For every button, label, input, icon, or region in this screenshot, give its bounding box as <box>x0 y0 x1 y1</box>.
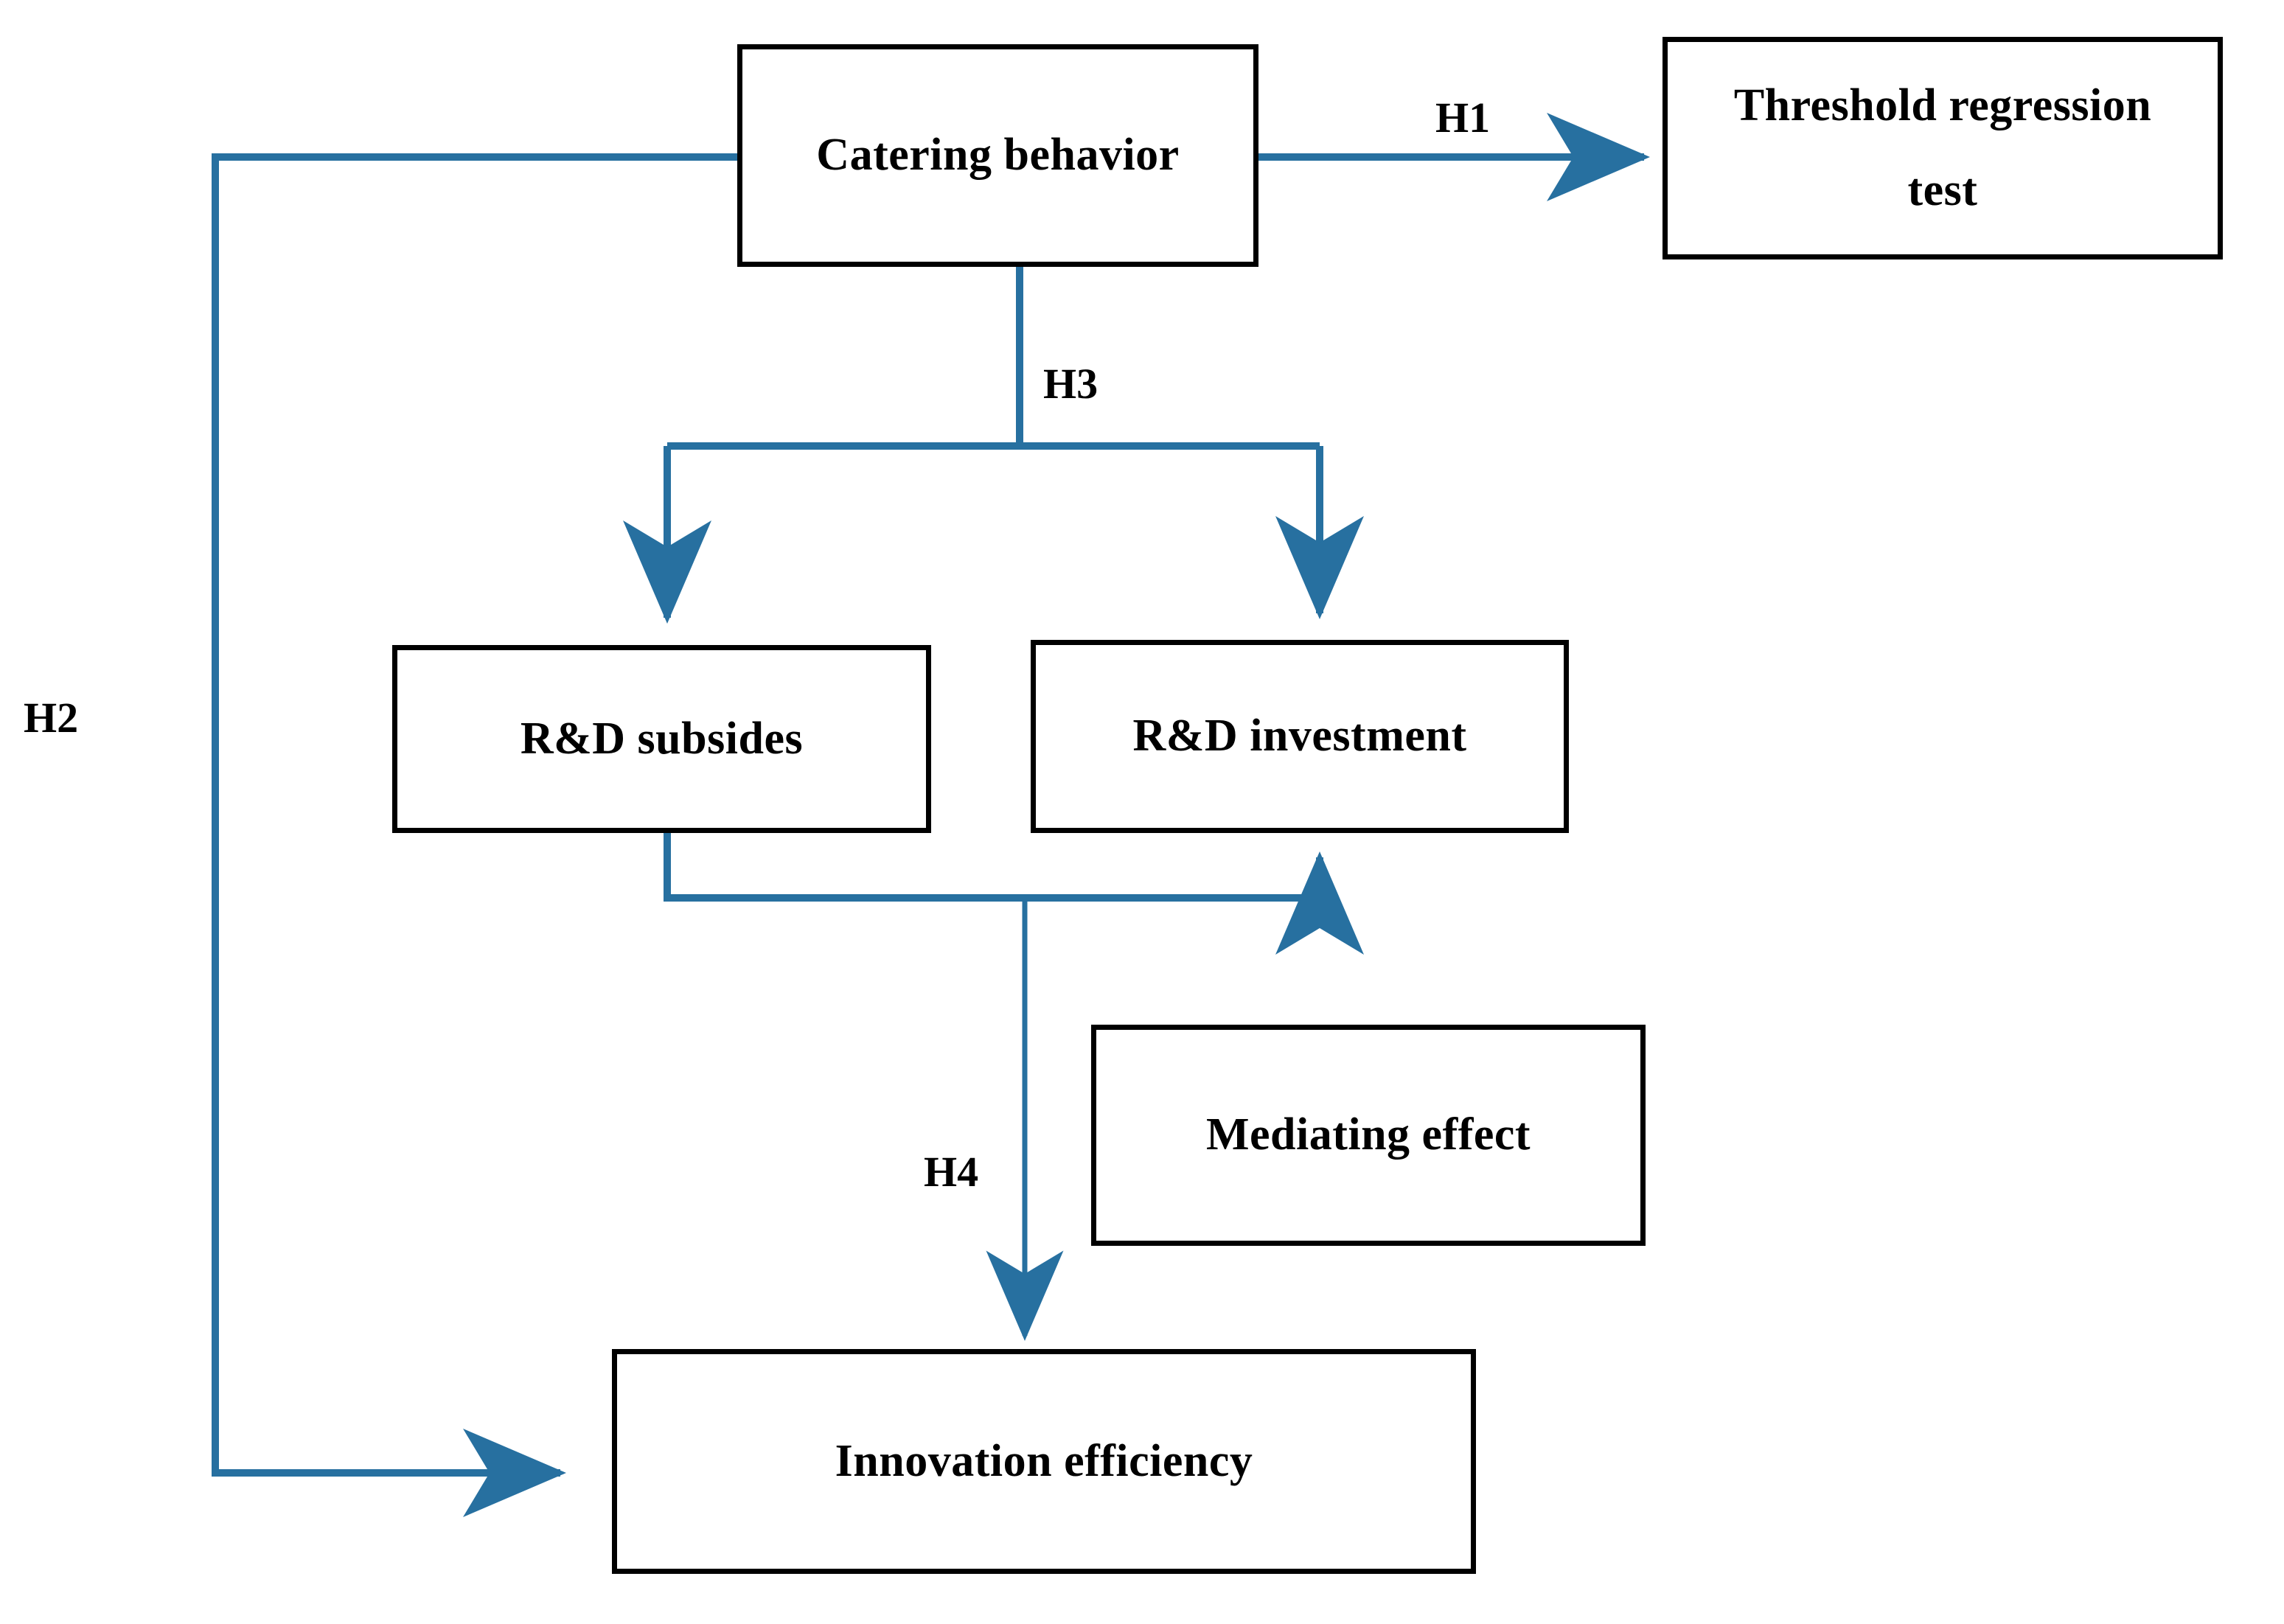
node-mediating-effect-label: Mediating effect <box>1205 1109 1531 1160</box>
node-rd-subsides[interactable]: R&D subsides <box>392 645 931 833</box>
edge-label-h3: H3 <box>1043 360 1099 408</box>
node-rd-investment[interactable]: R&D investment <box>1031 640 1569 833</box>
node-rd-subsides-label: R&D subsides <box>520 713 804 764</box>
edge-label-h4: H4 <box>924 1148 979 1196</box>
node-innovation-efficiency-label: Innovation efficiency <box>835 1435 1253 1486</box>
edge-subsides-to-investment <box>664 833 1364 955</box>
node-innovation-efficiency[interactable]: Innovation efficiency <box>612 1349 1476 1574</box>
node-threshold-regression-test-label-line2: test <box>1907 165 1978 215</box>
edge-label-h2: H2 <box>24 694 79 742</box>
edge-h2 <box>212 153 737 1517</box>
edge-h3 <box>623 267 1364 624</box>
edge-label-h1: H1 <box>1435 94 1491 142</box>
node-catering-behavior-label: Catering behavior <box>816 130 1180 181</box>
node-rd-investment-label: R&D investment <box>1132 711 1467 762</box>
node-threshold-regression-test[interactable]: Threshold regression test <box>1662 37 2223 259</box>
node-catering-behavior[interactable]: Catering behavior <box>737 44 1258 267</box>
node-threshold-regression-test-label-line1: Threshold regression <box>1733 80 2152 131</box>
node-mediating-effect[interactable]: Mediating effect <box>1091 1025 1646 1246</box>
